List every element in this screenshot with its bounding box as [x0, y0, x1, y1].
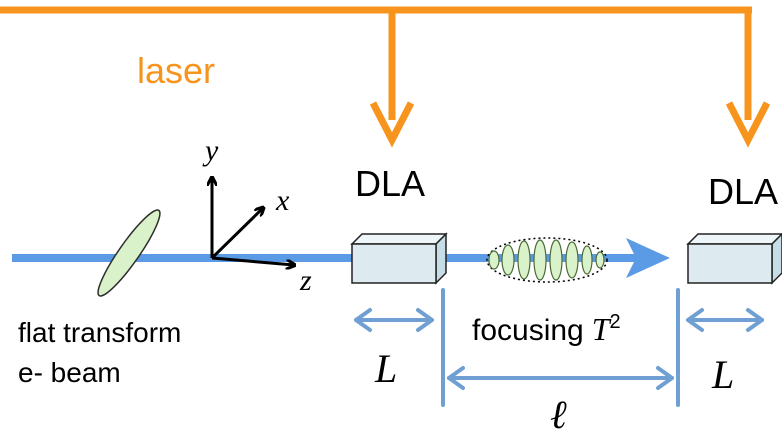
dla-label-2: DLA	[708, 171, 778, 212]
focusing-bunch	[486, 237, 608, 283]
z-axis-arrow	[211, 256, 294, 265]
beam-label-line2: e- beam	[18, 357, 121, 388]
beam-label-line1: flat transform	[18, 317, 181, 348]
length-span-2-right-arrow	[746, 308, 764, 332]
bunch-slice	[488, 250, 500, 270]
flat-beam-ellipse	[97, 209, 161, 297]
spacing-left-arrow	[447, 366, 465, 390]
focusing-symbol: T	[592, 311, 612, 347]
laser-arrow-2	[725, 101, 771, 148]
length-label-2: L	[711, 352, 734, 397]
dla-structure-2: DLA	[686, 171, 782, 285]
bunch-slice	[565, 241, 579, 279]
laser-arrow-1	[369, 101, 415, 148]
dla-structure-1: DLA	[350, 163, 448, 285]
spacing-right-arrow	[656, 366, 674, 390]
dla-label-1: DLA	[355, 163, 425, 204]
length-label-1: L	[374, 346, 397, 391]
bunch-slice	[595, 251, 605, 269]
y-axis-label: y	[202, 134, 219, 167]
beam-arrowhead	[626, 238, 670, 278]
length-span-1-right-arrow	[416, 308, 434, 332]
bunch-slice	[517, 240, 531, 280]
bunch-slice	[549, 239, 563, 281]
coordinate-axes: y x z	[202, 134, 312, 297]
spacing-label: ℓ	[550, 392, 567, 435]
z-axis-label: z	[299, 264, 312, 297]
focusing-exponent: 2	[610, 311, 621, 333]
dimension-markers	[354, 288, 764, 407]
x-axis-arrow	[210, 208, 263, 260]
bunch-slice	[501, 244, 515, 276]
length-span-2-left-arrow	[686, 308, 704, 332]
bunch-slice	[533, 239, 547, 281]
length-span-1-left-arrow	[354, 308, 372, 332]
bunch-slice	[581, 245, 593, 275]
bunch-envelope	[486, 237, 608, 283]
laser-path: laser	[0, 6, 771, 148]
focusing-word: focusing	[472, 314, 584, 347]
laser-label: laser	[137, 50, 215, 91]
x-axis-label: x	[275, 184, 290, 217]
